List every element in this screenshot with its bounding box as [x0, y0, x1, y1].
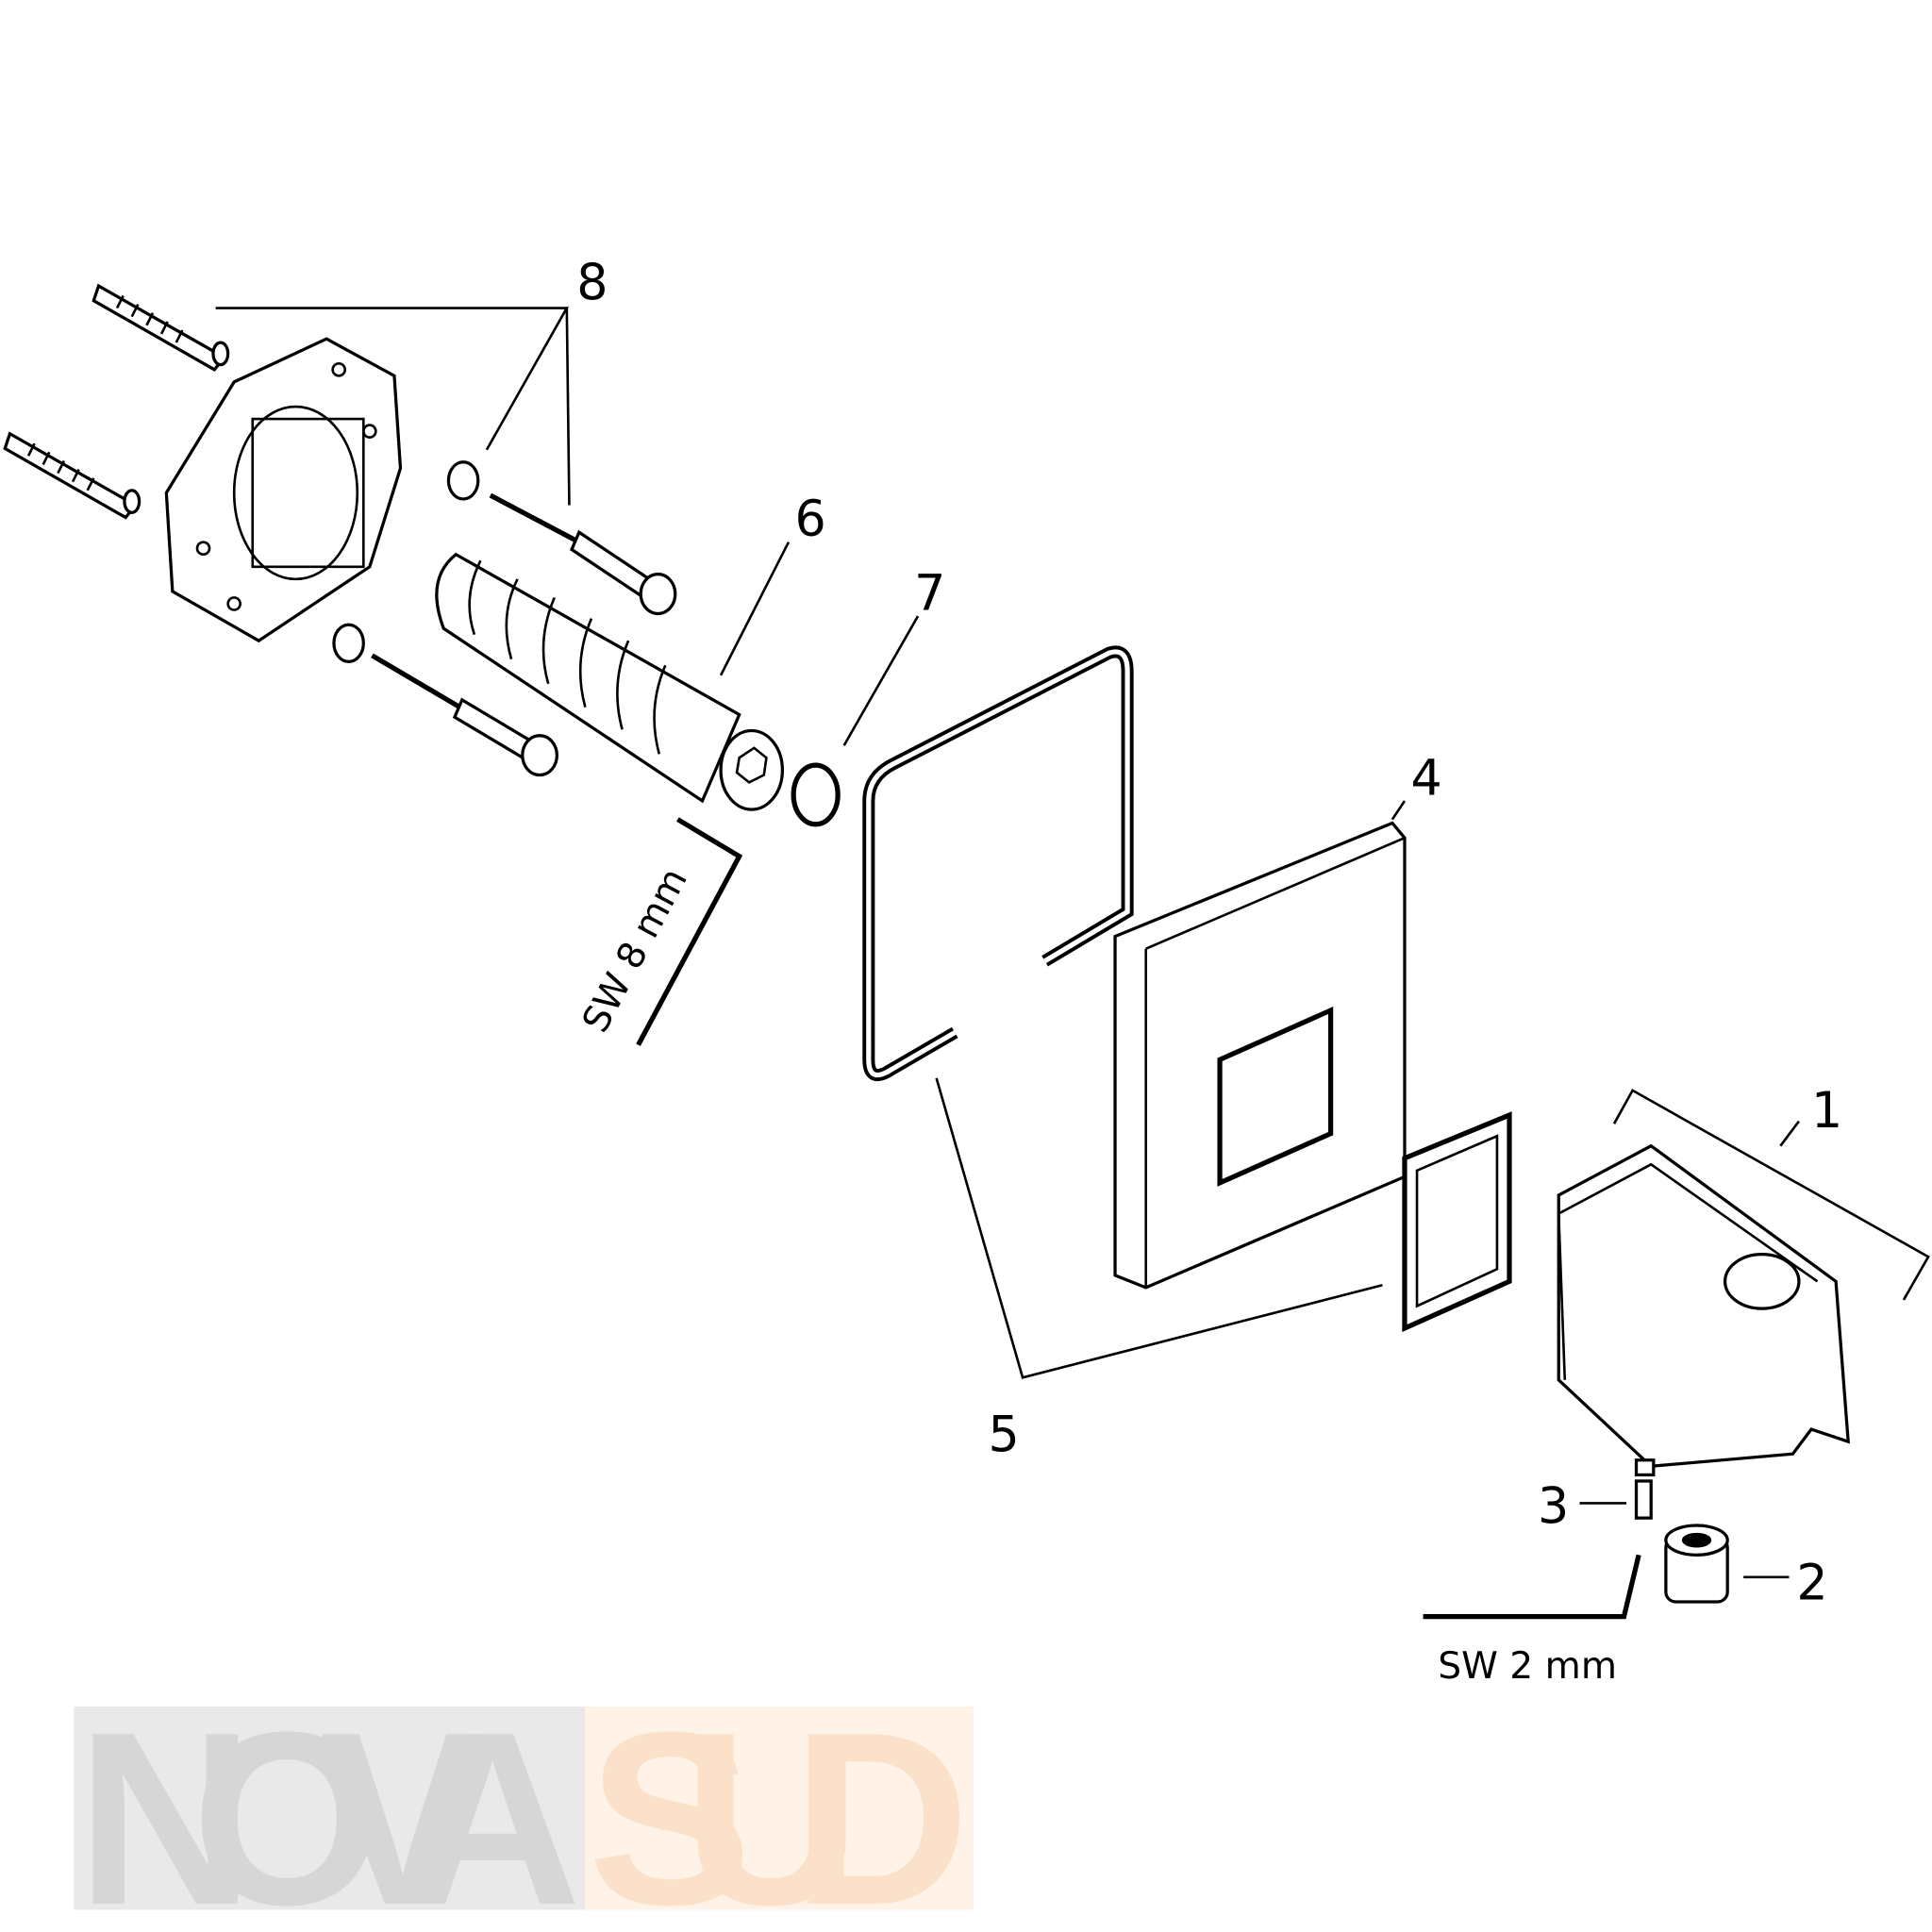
callout-4: 4 [1411, 750, 1442, 807]
hex-key-8mm: SW 8 mm [575, 817, 743, 1046]
watermark-nova: NOVA [76, 1682, 582, 1932]
extension-sleeve [435, 552, 785, 811]
screw-lower [371, 653, 558, 777]
callout-5: 5 [989, 1407, 1020, 1464]
washer-upper [446, 460, 480, 501]
callout-1: 1 [1811, 1083, 1842, 1140]
callout-6: 6 [794, 491, 825, 548]
callout-7: 7 [914, 566, 945, 623]
cover-plate [1113, 821, 1407, 1290]
callout-3: 3 [1538, 1478, 1569, 1535]
watermark-sud: SUD [588, 1682, 970, 1932]
screw-upper [489, 492, 677, 616]
mounting-plate [164, 337, 403, 643]
seal-small [1402, 1111, 1512, 1333]
wall-anchor-lower [3, 431, 142, 520]
watermark: NOVA SUD [74, 1682, 974, 1932]
wall-anchor-upper [92, 283, 230, 372]
o-ring [791, 762, 841, 827]
callout-2: 2 [1796, 1555, 1827, 1611]
leader-lines [215, 307, 1930, 1579]
hex-key-8mm-label: SW 8 mm [575, 861, 696, 1040]
gasket-frame [862, 645, 1134, 1081]
grub-screw [1634, 1479, 1653, 1520]
callout-8: 8 [576, 255, 608, 311]
hex-key-2mm-label: SW 2 mm [1438, 1645, 1617, 1688]
outlet-nut [1664, 1524, 1729, 1604]
hex-key-2mm: SW 2 mm [1423, 1554, 1641, 1688]
wall-outlet-holder [1557, 1143, 1851, 1477]
washer-lower [332, 623, 365, 664]
